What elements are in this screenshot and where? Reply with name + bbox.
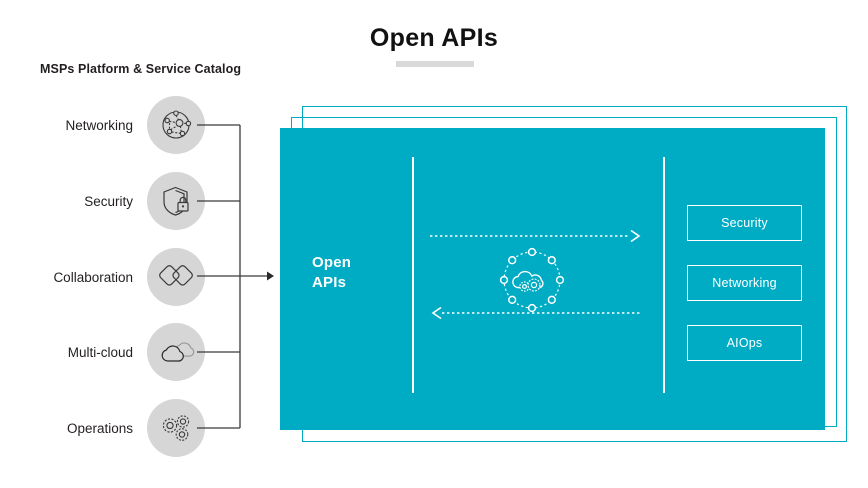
panel-divider-right [663, 157, 665, 393]
service-box-aiops[interactable]: AIOps [687, 325, 802, 361]
catalog-item-label: Networking [65, 117, 133, 133]
multi-cloud-icon [147, 323, 205, 381]
dotted-arrow-left-icon [431, 306, 642, 320]
catalog-item-label: Security [84, 193, 133, 209]
page-title: Open APIs [369, 24, 499, 52]
service-box-security[interactable]: Security [687, 205, 802, 241]
service-box-label: Security [721, 216, 768, 230]
catalog-item-label: Operations [66, 420, 133, 436]
panel-title-line1: Open [312, 254, 352, 271]
shield-lock-icon [147, 172, 205, 230]
catalog-item-networking[interactable]: Networking [0, 96, 205, 154]
panel-divider-left [412, 157, 414, 393]
panel-title-line2: APIs [312, 274, 347, 292]
title-underline-rule [396, 61, 474, 67]
catalog-item-multi-cloud[interactable]: Multi-cloud [0, 323, 205, 381]
catalog-list: Networking [0, 0, 250, 488]
overlapping-diamonds-icon [147, 248, 205, 306]
open-apis-panel [280, 128, 825, 430]
catalog-item-label: Collaboration [53, 269, 133, 285]
service-box-networking[interactable]: Networking [687, 265, 802, 301]
network-nodes-icon [147, 96, 205, 154]
catalog-item-security[interactable]: Security [0, 172, 205, 230]
catalog-heading: MSPs Platform & Service Catalog [40, 62, 242, 76]
gears-icon [147, 399, 205, 457]
service-box-label: AIOps [726, 336, 763, 350]
catalog-item-operations[interactable]: Operations [0, 399, 205, 457]
catalog-item-collaboration[interactable]: Collaboration [0, 248, 205, 306]
panel-title: Open APIs [312, 253, 392, 294]
catalog-item-label: Multi-cloud [67, 344, 133, 360]
dotted-arrow-right-icon [430, 229, 641, 243]
cloud-gears-orbit-icon [499, 247, 565, 313]
service-box-label: Networking [712, 276, 777, 290]
